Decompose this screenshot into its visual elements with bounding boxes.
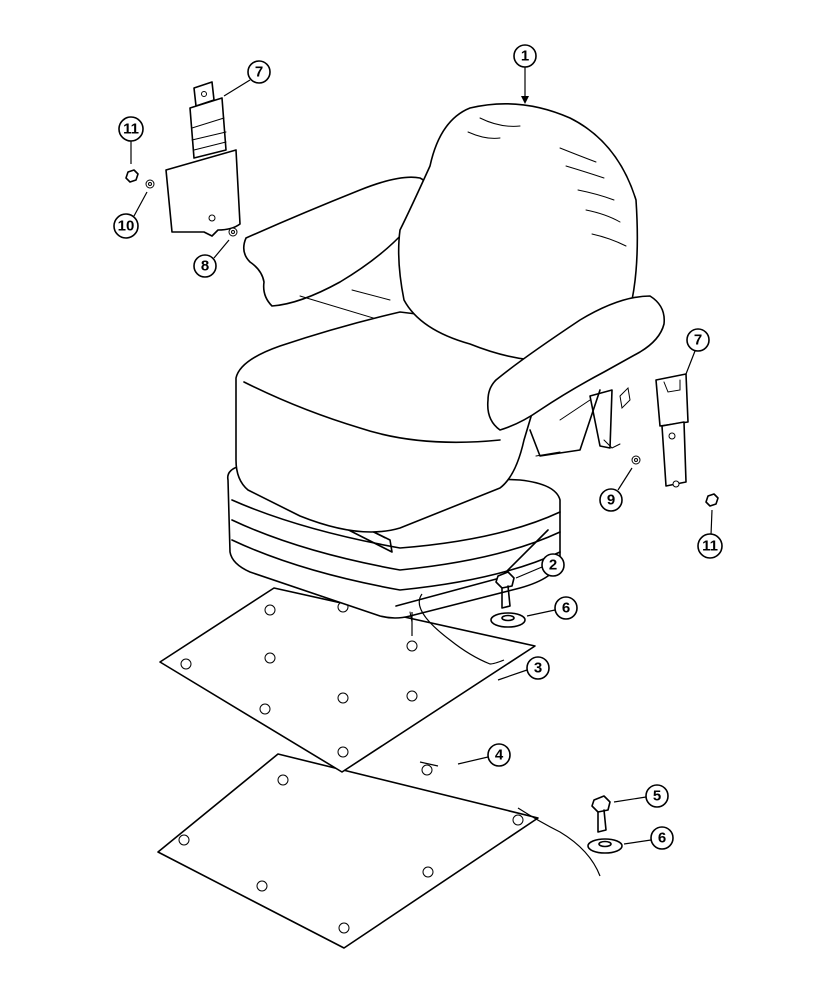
- callout-label: 6: [562, 600, 570, 617]
- callout-6-lower: 6: [623, 826, 674, 850]
- callout-2: 2: [515, 553, 565, 579]
- washer-6-lower: [587, 838, 623, 854]
- callout-9: 9: [599, 467, 633, 512]
- callout-label: 11: [123, 121, 139, 138]
- callout-label: 6: [658, 830, 666, 847]
- callout-label: 10: [118, 218, 135, 235]
- washer-8: [228, 227, 238, 237]
- callout-5: 5: [613, 784, 669, 808]
- lower-plate-holes: [178, 764, 524, 934]
- callout-label: 8: [201, 258, 209, 275]
- callout-7-left: 7: [223, 60, 271, 97]
- lower-mounting-plate: [157, 753, 539, 949]
- callout-label: 1: [521, 48, 529, 65]
- bolt-5: [591, 795, 611, 833]
- callout-11-left: 11: [118, 116, 144, 164]
- washer-6-upper: [490, 612, 526, 628]
- right-armrest: [486, 295, 666, 457]
- callout-label: 7: [694, 332, 702, 349]
- callout-label: 9: [607, 492, 615, 509]
- seat-belt-retractor-left: [165, 81, 241, 237]
- callout-10: 10: [113, 191, 148, 239]
- callout-7-right: 7: [685, 328, 710, 375]
- callout-label: 11: [702, 538, 718, 555]
- callout-8: 8: [193, 239, 230, 278]
- callout-label: 5: [653, 788, 661, 805]
- callout-label: 7: [255, 64, 263, 81]
- washer-10: [145, 179, 155, 189]
- bolt-2: [495, 571, 515, 609]
- upper-plate-holes: [180, 601, 418, 758]
- callout-1: 1: [513, 44, 537, 104]
- left-armrest: [242, 176, 430, 327]
- seat-belt-buckle-right: [655, 373, 689, 488]
- washer-9: [631, 455, 641, 465]
- callout-3: 3: [497, 656, 550, 681]
- callout-11-right: 11: [697, 509, 723, 559]
- callout-6-upper: 6: [526, 596, 578, 620]
- upper-mounting-plate: [159, 587, 536, 773]
- nut-11-left: [125, 169, 139, 183]
- assembly-path-lines: [411, 593, 601, 877]
- callout-4: 4: [457, 743, 511, 767]
- callout-label: 4: [495, 747, 504, 764]
- callout-label: 2: [549, 557, 557, 574]
- nut-11-right: [705, 493, 719, 507]
- callout-label: 3: [534, 660, 542, 677]
